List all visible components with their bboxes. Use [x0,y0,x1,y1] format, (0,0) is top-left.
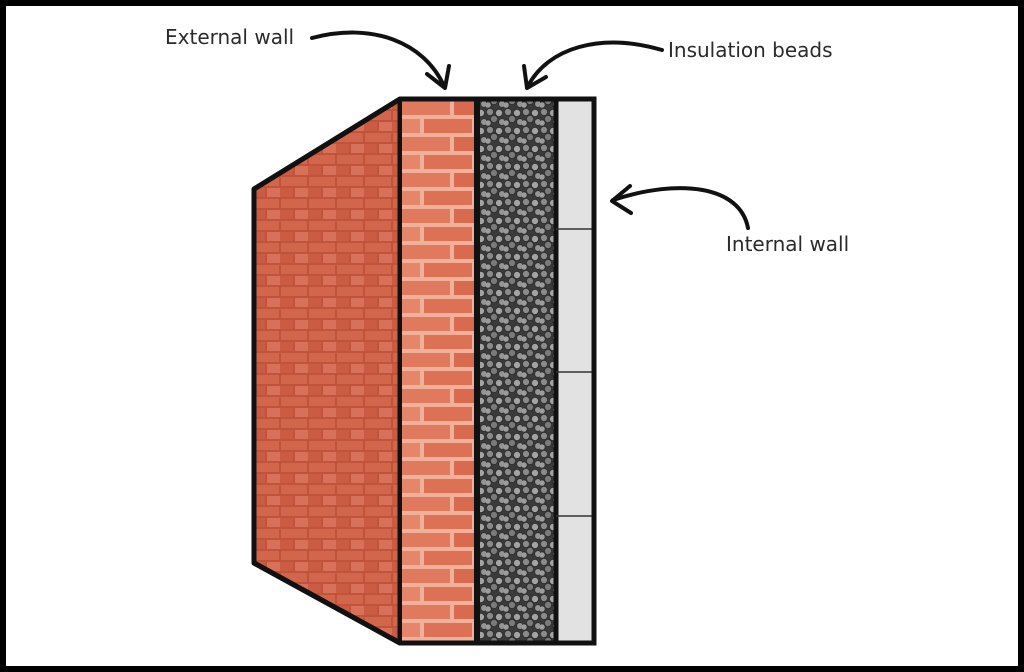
internal-wall-label: Internal wall [726,232,849,256]
curved-arrow-icon [310,30,451,90]
curved-arrow-icon [522,40,664,90]
curved-arrow-icon [610,184,750,230]
external-wall-label: External wall [165,25,294,49]
external-wall-front [398,97,478,645]
wall-outline [251,96,597,646]
cavity-wall-diagram: External wall Insulation beads Internal … [165,25,849,646]
insulation-beads-label: Insulation beads [668,38,833,62]
external-wall-side [251,96,403,646]
internal-wall [553,96,597,646]
diagram-frame: External wall Insulation beads Internal … [6,6,1018,666]
insulation-cavity [476,97,558,645]
